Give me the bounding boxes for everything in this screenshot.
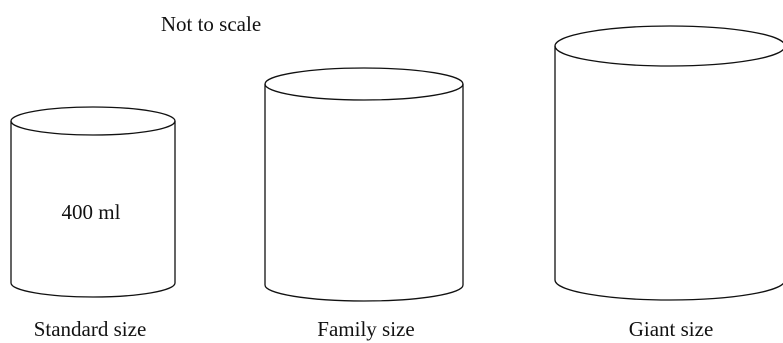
can-giant-size [554, 25, 783, 301]
can-family-side-outline [264, 84, 464, 302]
can-standard-caption: Standard size [34, 317, 147, 341]
can-family-caption: Family size [317, 317, 414, 341]
can-family-size [264, 67, 464, 302]
can-giant-caption: Giant size [629, 317, 714, 341]
can-standard-volume-label: 400 ml [62, 200, 121, 224]
can-giant-side-outline [554, 46, 783, 301]
can-standard-size: 400 ml [10, 106, 176, 298]
can-standard-side-outline [10, 121, 176, 298]
can-family-top-ellipse [264, 67, 464, 101]
can-giant-top-ellipse [554, 25, 783, 67]
not-to-scale-note: Not to scale [161, 12, 261, 36]
can-standard-top-ellipse [10, 106, 176, 136]
